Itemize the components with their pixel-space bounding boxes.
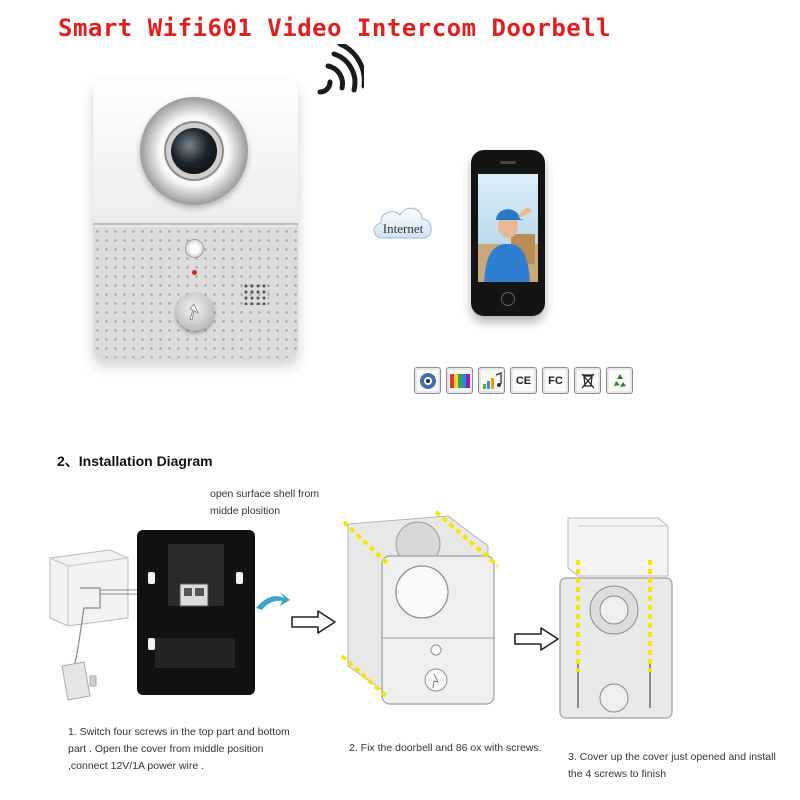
next-arrow-icon xyxy=(291,610,336,634)
doorbell-camera-panel xyxy=(93,80,298,225)
next-arrow-icon xyxy=(514,627,559,651)
screw-guide-lines xyxy=(576,560,652,672)
delivery-person-image xyxy=(478,208,538,282)
step-3-caption: 3. Cover up the cover just opened and in… xyxy=(568,751,776,780)
step-1-caption: 1. Switch four screws in the top part an… xyxy=(68,726,290,772)
wall-junction-box xyxy=(567,517,669,577)
step-2-caption: 2. Fix the doorbell and 86 ox with screw… xyxy=(349,742,542,754)
smartphone xyxy=(471,150,545,316)
installation-heading: 2、Installation Diagram xyxy=(57,453,213,469)
bell-ring-icon xyxy=(189,303,199,321)
cloud-icon xyxy=(373,207,432,239)
light-sensor xyxy=(186,240,203,257)
speaker-grille xyxy=(243,283,269,305)
power-adapter-icon xyxy=(61,661,97,701)
open-arrow-icon xyxy=(256,592,290,610)
doorbell-button[interactable] xyxy=(176,293,214,331)
weee-bin-icon xyxy=(574,367,601,394)
page-title: Smart Wifi601 Video Intercom Doorbell xyxy=(58,14,612,42)
color-display-icon xyxy=(446,367,473,394)
phone-earpiece xyxy=(500,161,516,164)
doorbell-device xyxy=(93,80,298,358)
certification-badges: CE FC xyxy=(414,367,633,394)
recycle-icon xyxy=(606,367,633,394)
music-icon xyxy=(478,367,505,394)
phone-home-button xyxy=(501,292,515,306)
surface-shell-note: open surface shell from midde plosition xyxy=(210,488,320,517)
mounting-plate xyxy=(559,577,673,719)
phone-screen xyxy=(478,174,538,282)
doorbell-front-plate xyxy=(381,555,495,705)
wifi-signal-icon xyxy=(317,44,364,95)
camera-lens-icon xyxy=(171,128,217,174)
camera-lens-icon xyxy=(414,367,441,394)
step-3-diagram xyxy=(559,517,673,719)
step-2-diagram xyxy=(340,510,500,705)
screw-guide-lines xyxy=(340,510,500,698)
camera-ring xyxy=(140,97,248,205)
fcc-mark-icon: FC xyxy=(542,367,569,394)
step-1-diagram xyxy=(49,530,290,701)
indicator-led xyxy=(192,270,197,275)
doorbell-back-panel xyxy=(137,530,255,695)
ce-mark-icon: CE xyxy=(510,367,537,394)
internet-label: Internet xyxy=(382,221,424,236)
